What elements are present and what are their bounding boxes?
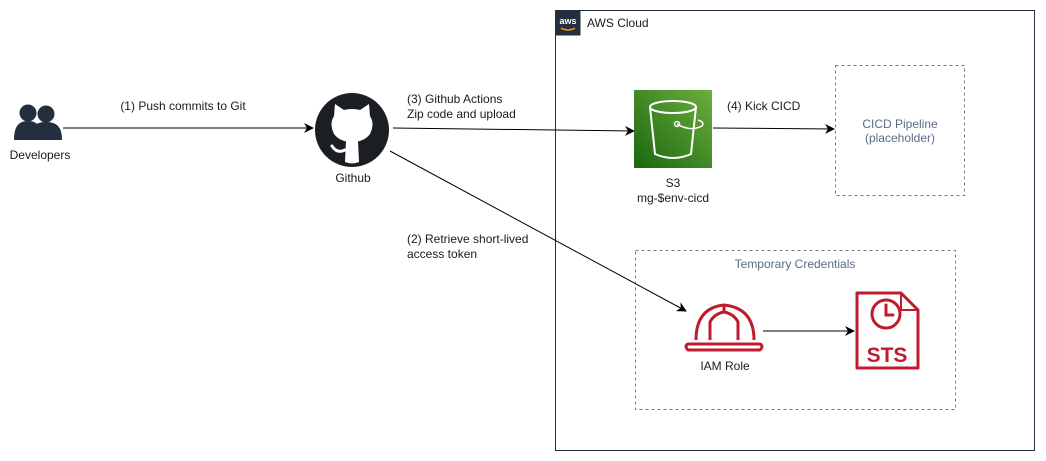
users-icon — [14, 104, 62, 140]
edge-actions-label-line1: (3) Github Actions — [407, 92, 502, 106]
iam-role-node[interactable]: IAM Role — [684, 303, 764, 373]
sts-node[interactable]: STS — [855, 291, 920, 370]
github-label: Github — [335, 171, 371, 185]
aws-logo-icon: aws — [555, 10, 581, 36]
edge-retrieve — [389, 150, 687, 312]
edge-retrieve-label-line2: access token — [407, 247, 477, 261]
developers-node[interactable]: Developers — [10, 104, 71, 163]
cicd-label-line2: (placeholder) — [865, 131, 935, 145]
aws-logo-text: aws — [559, 16, 576, 26]
aws-cloud-label: AWS Cloud — [587, 16, 649, 30]
s3-bucket-icon — [634, 90, 712, 168]
hard-hat-icon — [684, 303, 764, 352]
edge-kick-label: (4) Kick CICD — [727, 99, 801, 113]
edge-retrieve-label-line1: (2) Retrieve short-lived — [407, 232, 528, 246]
sts-clock-icon: STS — [855, 291, 920, 370]
developers-label: Developers — [10, 148, 71, 162]
s3-label-line1: S3 — [666, 176, 681, 190]
temporary-credentials-group: Temporary Credentials — [635, 250, 956, 410]
aws-cloud-group: aws AWS Cloud — [555, 10, 1035, 451]
iam-role-label: IAM Role — [700, 359, 750, 373]
aws-cloud-border — [555, 10, 1035, 451]
edges — [63, 123, 855, 336]
github-node[interactable]: Github — [315, 93, 389, 185]
cicd-label-line1: CICD Pipeline — [862, 117, 938, 131]
temporary-credentials-label: Temporary Credentials — [735, 257, 856, 271]
edge-push-label: (1) Push commits to Git — [120, 99, 246, 113]
cicd-pipeline-node[interactable]: CICD Pipeline (placeholder) — [835, 65, 965, 196]
edge-actions-label-line2: Zip code and upload — [407, 107, 516, 121]
sts-label: STS — [867, 344, 908, 367]
edge-actions — [392, 125, 635, 136]
s3-label-line2: mg-$env-cicd — [637, 191, 709, 205]
s3-node[interactable]: S3 mg-$env-cicd — [634, 90, 712, 205]
github-octocat-icon — [315, 93, 389, 167]
edge-kick — [712, 123, 835, 134]
